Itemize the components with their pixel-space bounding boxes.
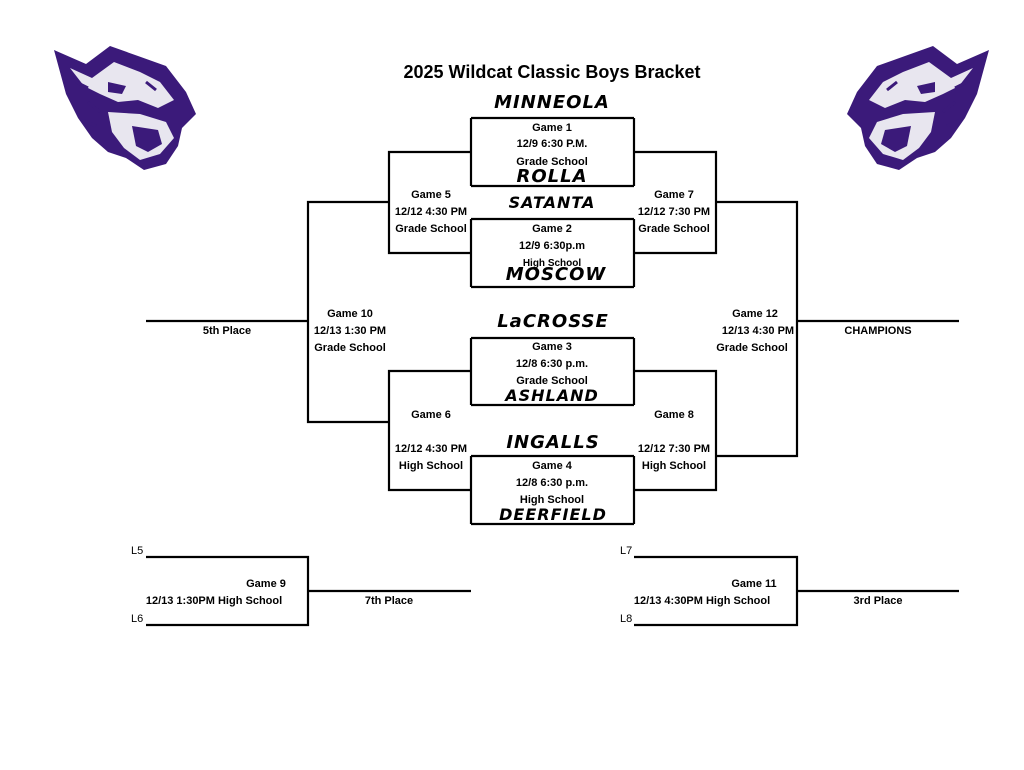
game2-label: Game 2	[532, 223, 572, 235]
game6-label: Game 6	[411, 409, 451, 421]
champions-label: CHAMPIONS	[844, 325, 912, 337]
game11-info: 12/13 4:30PM High School	[633, 595, 771, 607]
game7-time: 12/12 7:30 PM	[637, 206, 711, 218]
game6-time: 12/12 4:30 PM	[394, 443, 468, 455]
game2-time: 12/9 6:30p.m	[518, 240, 586, 252]
seventh-place-label: 7th Place	[364, 595, 414, 607]
game1-label: Game 1	[532, 122, 572, 134]
team-game3-bottom: ASHLAND	[505, 386, 599, 405]
game6-level: High School	[398, 460, 464, 472]
game10-time: 12/13 1:30 PM	[313, 325, 387, 337]
game8-label: Game 8	[654, 409, 694, 421]
game5-label: Game 5	[411, 189, 451, 201]
game5-level: Grade School	[395, 223, 467, 235]
game8-level: High School	[641, 460, 707, 472]
game7-label: Game 7	[654, 189, 694, 201]
third-place-label: 3rd Place	[853, 595, 903, 607]
game2-level: High School	[522, 258, 582, 269]
game12-time: 12/13 4:30 PM	[721, 325, 795, 337]
game9-label: Game 9	[246, 578, 286, 590]
game4-label: Game 4	[532, 460, 572, 472]
game11-label: Game 11	[731, 578, 777, 590]
game1-level: Grade School	[516, 156, 588, 168]
team-game1-top: MINNEOLA	[494, 92, 610, 113]
game4-time: 12/8 6:30 p.m.	[515, 477, 589, 489]
game7-level: Grade School	[638, 223, 710, 235]
bracket-title: 2025 Wildcat Classic Boys Bracket	[403, 62, 701, 82]
game12-label: Game 12	[732, 308, 778, 320]
team-game2-bottom: MOSCOW	[505, 264, 607, 285]
game1-time: 12/9 6:30 P.M.	[516, 138, 588, 150]
game8-time: 12/12 7:30 PM	[637, 443, 711, 455]
wildcat-logo-right	[847, 46, 989, 170]
game10-level: Grade School	[314, 342, 386, 354]
slot-l6: L6	[131, 613, 144, 625]
slot-l7: L7	[620, 545, 633, 557]
team-game4-top: INGALLS	[506, 432, 600, 453]
fifth-place-label: 5th Place	[202, 325, 252, 337]
game9-info: 12/13 1:30PM High School	[145, 595, 283, 607]
team-game3-top: LaCROSSE	[497, 311, 609, 332]
game5-time: 12/12 4:30 PM	[394, 206, 468, 218]
game3-label: Game 3	[532, 341, 572, 353]
game3-level: Grade School	[516, 375, 588, 387]
slot-l5: L5	[131, 545, 144, 557]
game10-label: Game 10	[327, 308, 373, 320]
slot-l8: L8	[620, 613, 633, 625]
wildcat-logo-left	[54, 46, 196, 170]
game4-level: High School	[519, 494, 585, 506]
game12-level: Grade School	[716, 342, 788, 354]
team-game4-bottom: DEERFIELD	[499, 505, 607, 524]
game3-time: 12/8 6:30 p.m.	[515, 358, 589, 370]
team-game1-bottom: ROLLA	[516, 166, 588, 187]
team-game2-top: SATANTA	[508, 193, 596, 212]
